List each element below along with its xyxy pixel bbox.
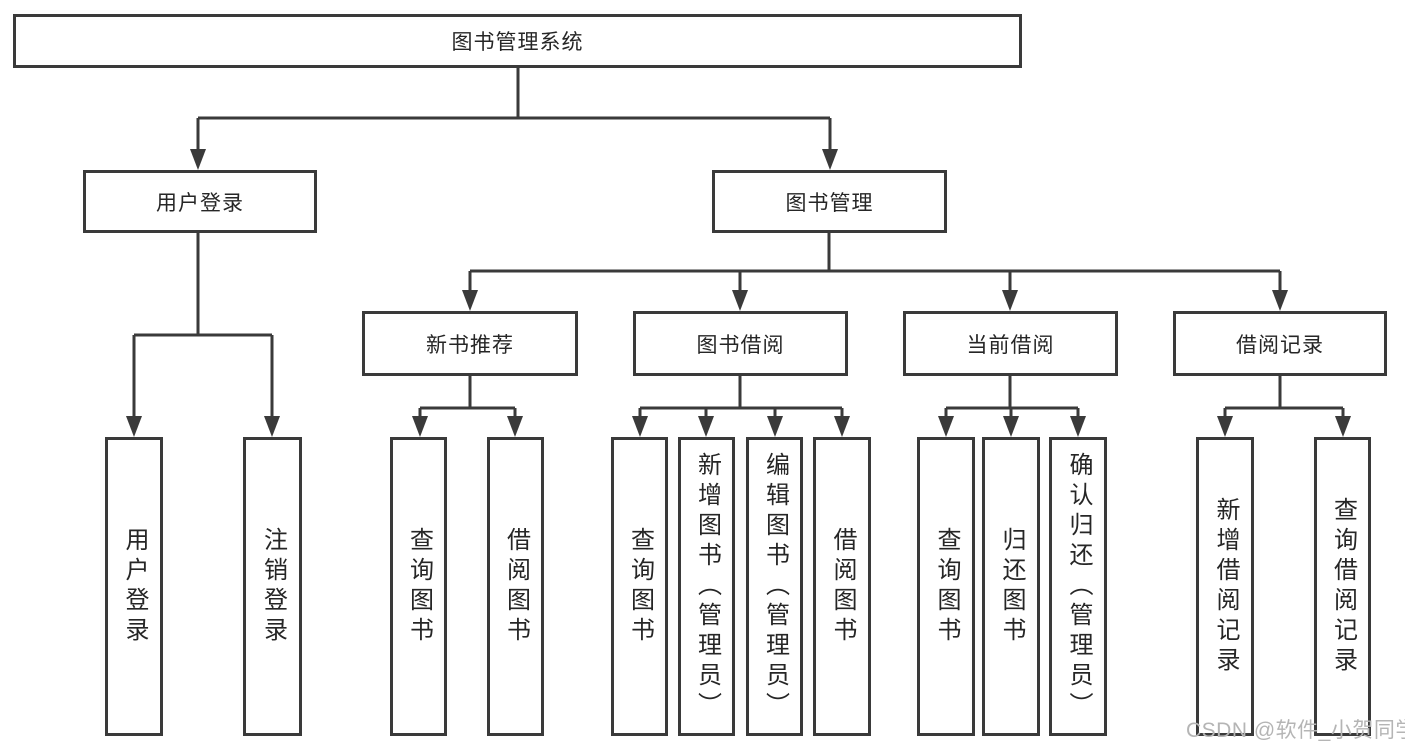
node-borrow-records: 借阅记录 [1173,311,1387,376]
node-book-borrowing-label: 图书借阅 [696,333,785,357]
leaf-add-book-admin-label: 新增图书（管理员） [693,451,721,722]
node-borrow-records-label: 借阅记录 [1236,333,1324,357]
leaf-edit-book-admin: 编辑图书（管理员） [746,437,803,736]
leaf-query-books-current-label: 查询图书 [933,526,960,647]
node-root: 图书管理系统 [13,14,1022,68]
leaf-borrow-books-recommend-label: 借阅图书 [502,526,530,647]
leaf-query-books-borrowing: 查询图书 [611,437,668,736]
leaf-query-borrow-record-label: 查询借阅记录 [1329,496,1357,677]
leaf-borrow-books-recommend: 借阅图书 [487,437,544,736]
leaf-add-book-admin: 新增图书（管理员） [678,437,735,736]
leaf-query-borrow-record: 查询借阅记录 [1314,437,1371,736]
leaf-logout-label: 注销登录 [259,526,287,647]
node-root-label: 图书管理系统 [451,31,584,54]
leaf-confirm-return-admin-label: 确认归还（管理员） [1065,451,1092,722]
leaf-edit-book-admin-label: 编辑图书（管理员） [761,451,789,722]
leaf-user-login-label: 用户登录 [121,526,148,647]
leaf-query-books-current: 查询图书 [917,437,975,736]
leaf-user-login: 用户登录 [105,437,163,736]
leaf-borrow-books-borrowing: 借阅图书 [813,437,871,736]
leaf-query-books-recommend-label: 查询图书 [405,526,433,647]
leaf-return-books-label: 归还图书 [998,526,1025,647]
leaf-logout: 注销登录 [243,437,302,736]
node-new-book-recommend: 新书推荐 [362,311,578,376]
node-user-login: 用户登录 [83,170,317,233]
leaf-return-books: 归还图书 [982,437,1040,736]
node-user-login-label: 用户登录 [156,191,244,215]
leaf-query-books-borrowing-label: 查询图书 [626,526,654,647]
csdn-watermark: CSDN @软件_小贺同学 [1186,719,1405,742]
node-current-borrowing: 当前借阅 [903,311,1118,376]
leaf-query-books-recommend: 查询图书 [390,437,447,736]
node-book-borrowing: 图书借阅 [633,311,848,376]
node-current-borrowing-label: 当前借阅 [966,333,1055,357]
node-book-management-label: 图书管理 [785,191,874,215]
node-book-management: 图书管理 [712,170,947,233]
leaf-borrow-books-borrowing-label: 借阅图书 [829,526,856,647]
node-new-book-recommend-label: 新书推荐 [426,333,514,357]
leaf-add-borrow-record-label: 新增借阅记录 [1212,496,1239,677]
leaf-confirm-return-admin: 确认归还（管理员） [1049,437,1107,736]
leaf-add-borrow-record: 新增借阅记录 [1196,437,1254,736]
